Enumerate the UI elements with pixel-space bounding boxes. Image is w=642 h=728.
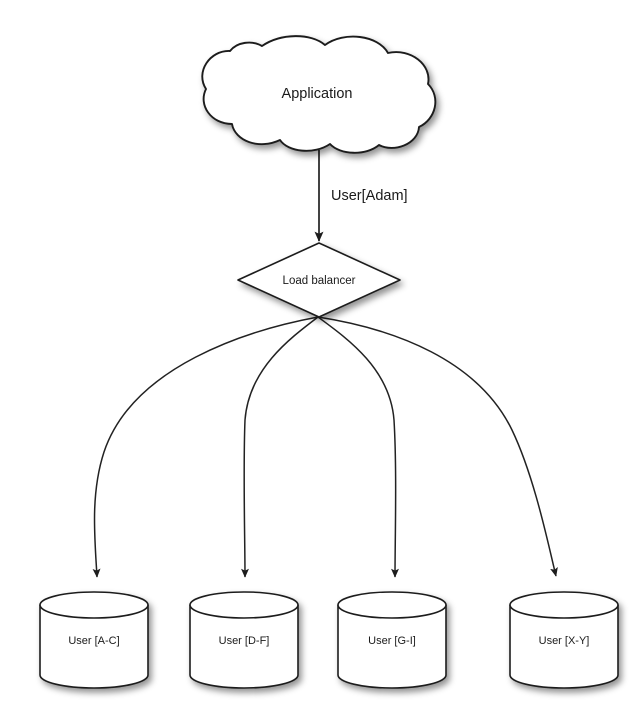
database-2-label: User [D-F] [219, 635, 270, 647]
cylinder-top-ellipse [189, 591, 299, 619]
database-1-label: User [A-C] [68, 635, 119, 647]
diamond-icon [237, 242, 401, 318]
cylinder-icon [337, 604, 447, 689]
edge-balancer-to-db-4 [317, 316, 558, 577]
cloud-icon [201, 35, 437, 154]
edge-layer [92, 150, 558, 578]
node-database-3[interactable]: User [G-I] [337, 591, 447, 689]
node-application[interactable]: Application [201, 35, 437, 154]
cylinder-icon [39, 604, 149, 689]
edge-label-user-adam: User[Adam] [331, 188, 408, 204]
application-label: Application [282, 86, 353, 102]
node-database-2[interactable]: User [D-F] [189, 591, 299, 689]
edge-balancer-to-db-2 [241, 316, 319, 578]
database-4-label: User [X-Y] [539, 635, 590, 647]
load-balancer-label: Load balancer [283, 275, 356, 287]
edge-balancer-to-db-3 [317, 316, 399, 578]
cylinder-top-ellipse [39, 591, 149, 619]
cylinder-icon [509, 604, 619, 689]
node-load-balancer[interactable]: Load balancer [237, 242, 401, 318]
edge-balancer-to-db-1 [92, 316, 319, 578]
database-3-label: User [G-I] [368, 635, 416, 647]
cylinder-top-ellipse [509, 591, 619, 619]
cylinder-top-ellipse [337, 591, 447, 619]
node-database-1[interactable]: User [A-C] [39, 591, 149, 689]
node-database-4[interactable]: User [X-Y] [509, 591, 619, 689]
cylinder-icon [189, 604, 299, 689]
